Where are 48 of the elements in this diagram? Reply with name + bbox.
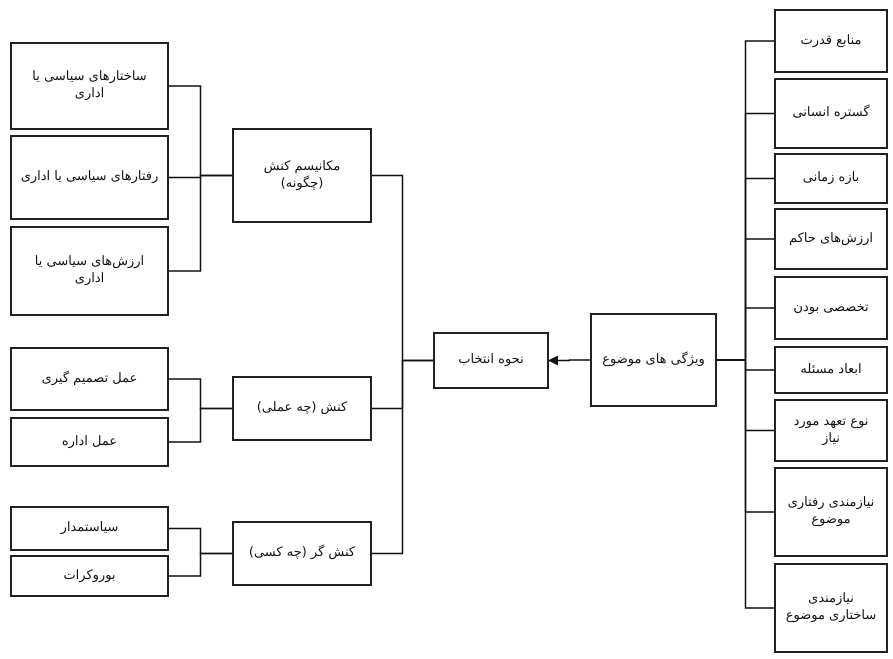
box-label: عمل تصمیم گیری: [42, 370, 138, 388]
box-label: نیازمندی ساختاری موضوع: [784, 591, 878, 625]
process-box: [774, 276, 888, 340]
box-label: مکانیسم کنش (چگونه): [262, 158, 342, 192]
process-box: [10, 506, 169, 551]
process-box: [232, 376, 372, 441]
box-label: ارزش‌های حاکم: [789, 230, 873, 248]
connector-line: [169, 552, 232, 577]
box-label: سیاستمدار: [60, 520, 118, 537]
box-label: ارزش‌های سیاسی یا اداری: [34, 254, 146, 288]
process-box: [590, 313, 717, 407]
box-label: بازه زمانی: [802, 170, 860, 187]
box-label: نیازمندی رفتاری موضوع: [786, 495, 876, 529]
process-box: [232, 521, 372, 586]
connector-line: [717, 359, 774, 609]
process-box: [774, 208, 888, 270]
process-box: [433, 332, 549, 389]
box-label: نوع تعهد مورد نیاز: [792, 414, 870, 448]
box-label: کنش (چه عملی): [256, 400, 348, 417]
box-label: بوروکرات: [63, 568, 116, 584]
connector-line: [169, 174, 232, 272]
box-label: عمل اداره: [62, 434, 118, 450]
process-box: [10, 135, 169, 220]
process-box: [10, 417, 169, 467]
box-label: ویژگی های موضوع: [602, 352, 705, 368]
process-box: [774, 346, 888, 394]
box-label: کنش گر (چه کسی): [248, 545, 356, 562]
process-box: [774, 153, 888, 204]
process-box: [774, 78, 888, 149]
process-box: [232, 128, 372, 223]
arrow: [548, 356, 590, 366]
connector-line: [372, 360, 433, 554]
box-label: گستره انسانی: [792, 105, 870, 122]
process-box: [10, 226, 169, 316]
box-label: نحوه انتخاب: [458, 352, 524, 369]
connector-line: [169, 408, 232, 443]
process-box: [774, 467, 888, 557]
process-box: [10, 42, 169, 130]
process-box: [10, 555, 169, 597]
box-label: ابعاد مسئله: [800, 362, 862, 378]
process-box: [774, 563, 888, 653]
process-box: [774, 9, 888, 73]
box-label: منابع قدرت: [800, 32, 862, 50]
box-label: ساختارهای سیاسی یا اداری: [31, 69, 148, 103]
process-box: [10, 347, 169, 411]
box-label: تخصصی بودن: [793, 300, 869, 316]
box-label: رفتارهای سیاسی یا اداری: [20, 169, 158, 186]
process-box: [774, 399, 888, 462]
